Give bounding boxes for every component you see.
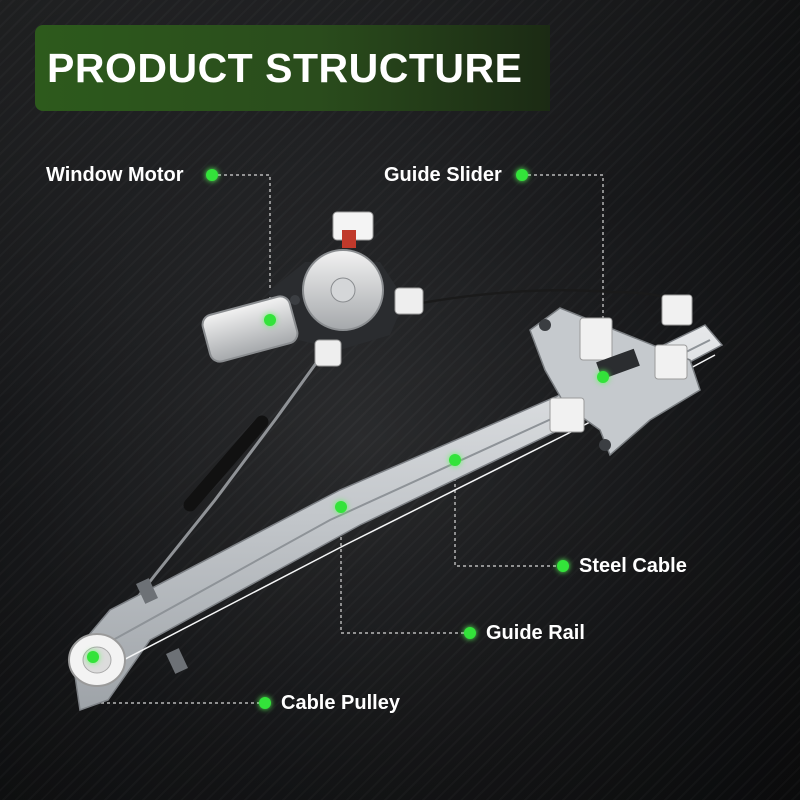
marker-steel-cable-label <box>557 560 569 572</box>
leader-lines <box>92 174 604 704</box>
marker-guide-slider <box>597 371 609 383</box>
cable-sleeve <box>183 415 269 512</box>
label-window-motor: Window Motor <box>46 164 184 186</box>
marker-guide-rail <box>335 501 347 513</box>
marker-cable-pulley-label <box>259 697 271 709</box>
marker-window-motor <box>264 314 276 326</box>
steel-cable-upper <box>409 288 673 307</box>
marker-guide-slider-label <box>516 169 528 181</box>
leader-window-motor <box>212 174 271 320</box>
marker-guide-rail-label <box>464 627 476 639</box>
label-cable-pulley: Cable Pulley <box>281 692 400 714</box>
leader-guide-slider <box>522 174 604 377</box>
marker-window-motor-label <box>206 169 218 181</box>
marker-steel-cable <box>449 454 461 466</box>
label-steel-cable: Steel Cable <box>579 555 687 577</box>
label-guide-slider: Guide Slider <box>384 164 502 186</box>
leader-steel-cable <box>454 460 563 567</box>
title-banner: PRODUCT STRUCTURE <box>35 25 550 111</box>
page-title: PRODUCT STRUCTURE <box>47 45 523 91</box>
window-motor <box>201 211 424 367</box>
guide-slider-bracket <box>529 294 701 457</box>
marker-cable-pulley <box>87 651 99 663</box>
label-guide-rail: Guide Rail <box>486 622 585 644</box>
leader-guide-rail <box>340 507 470 634</box>
